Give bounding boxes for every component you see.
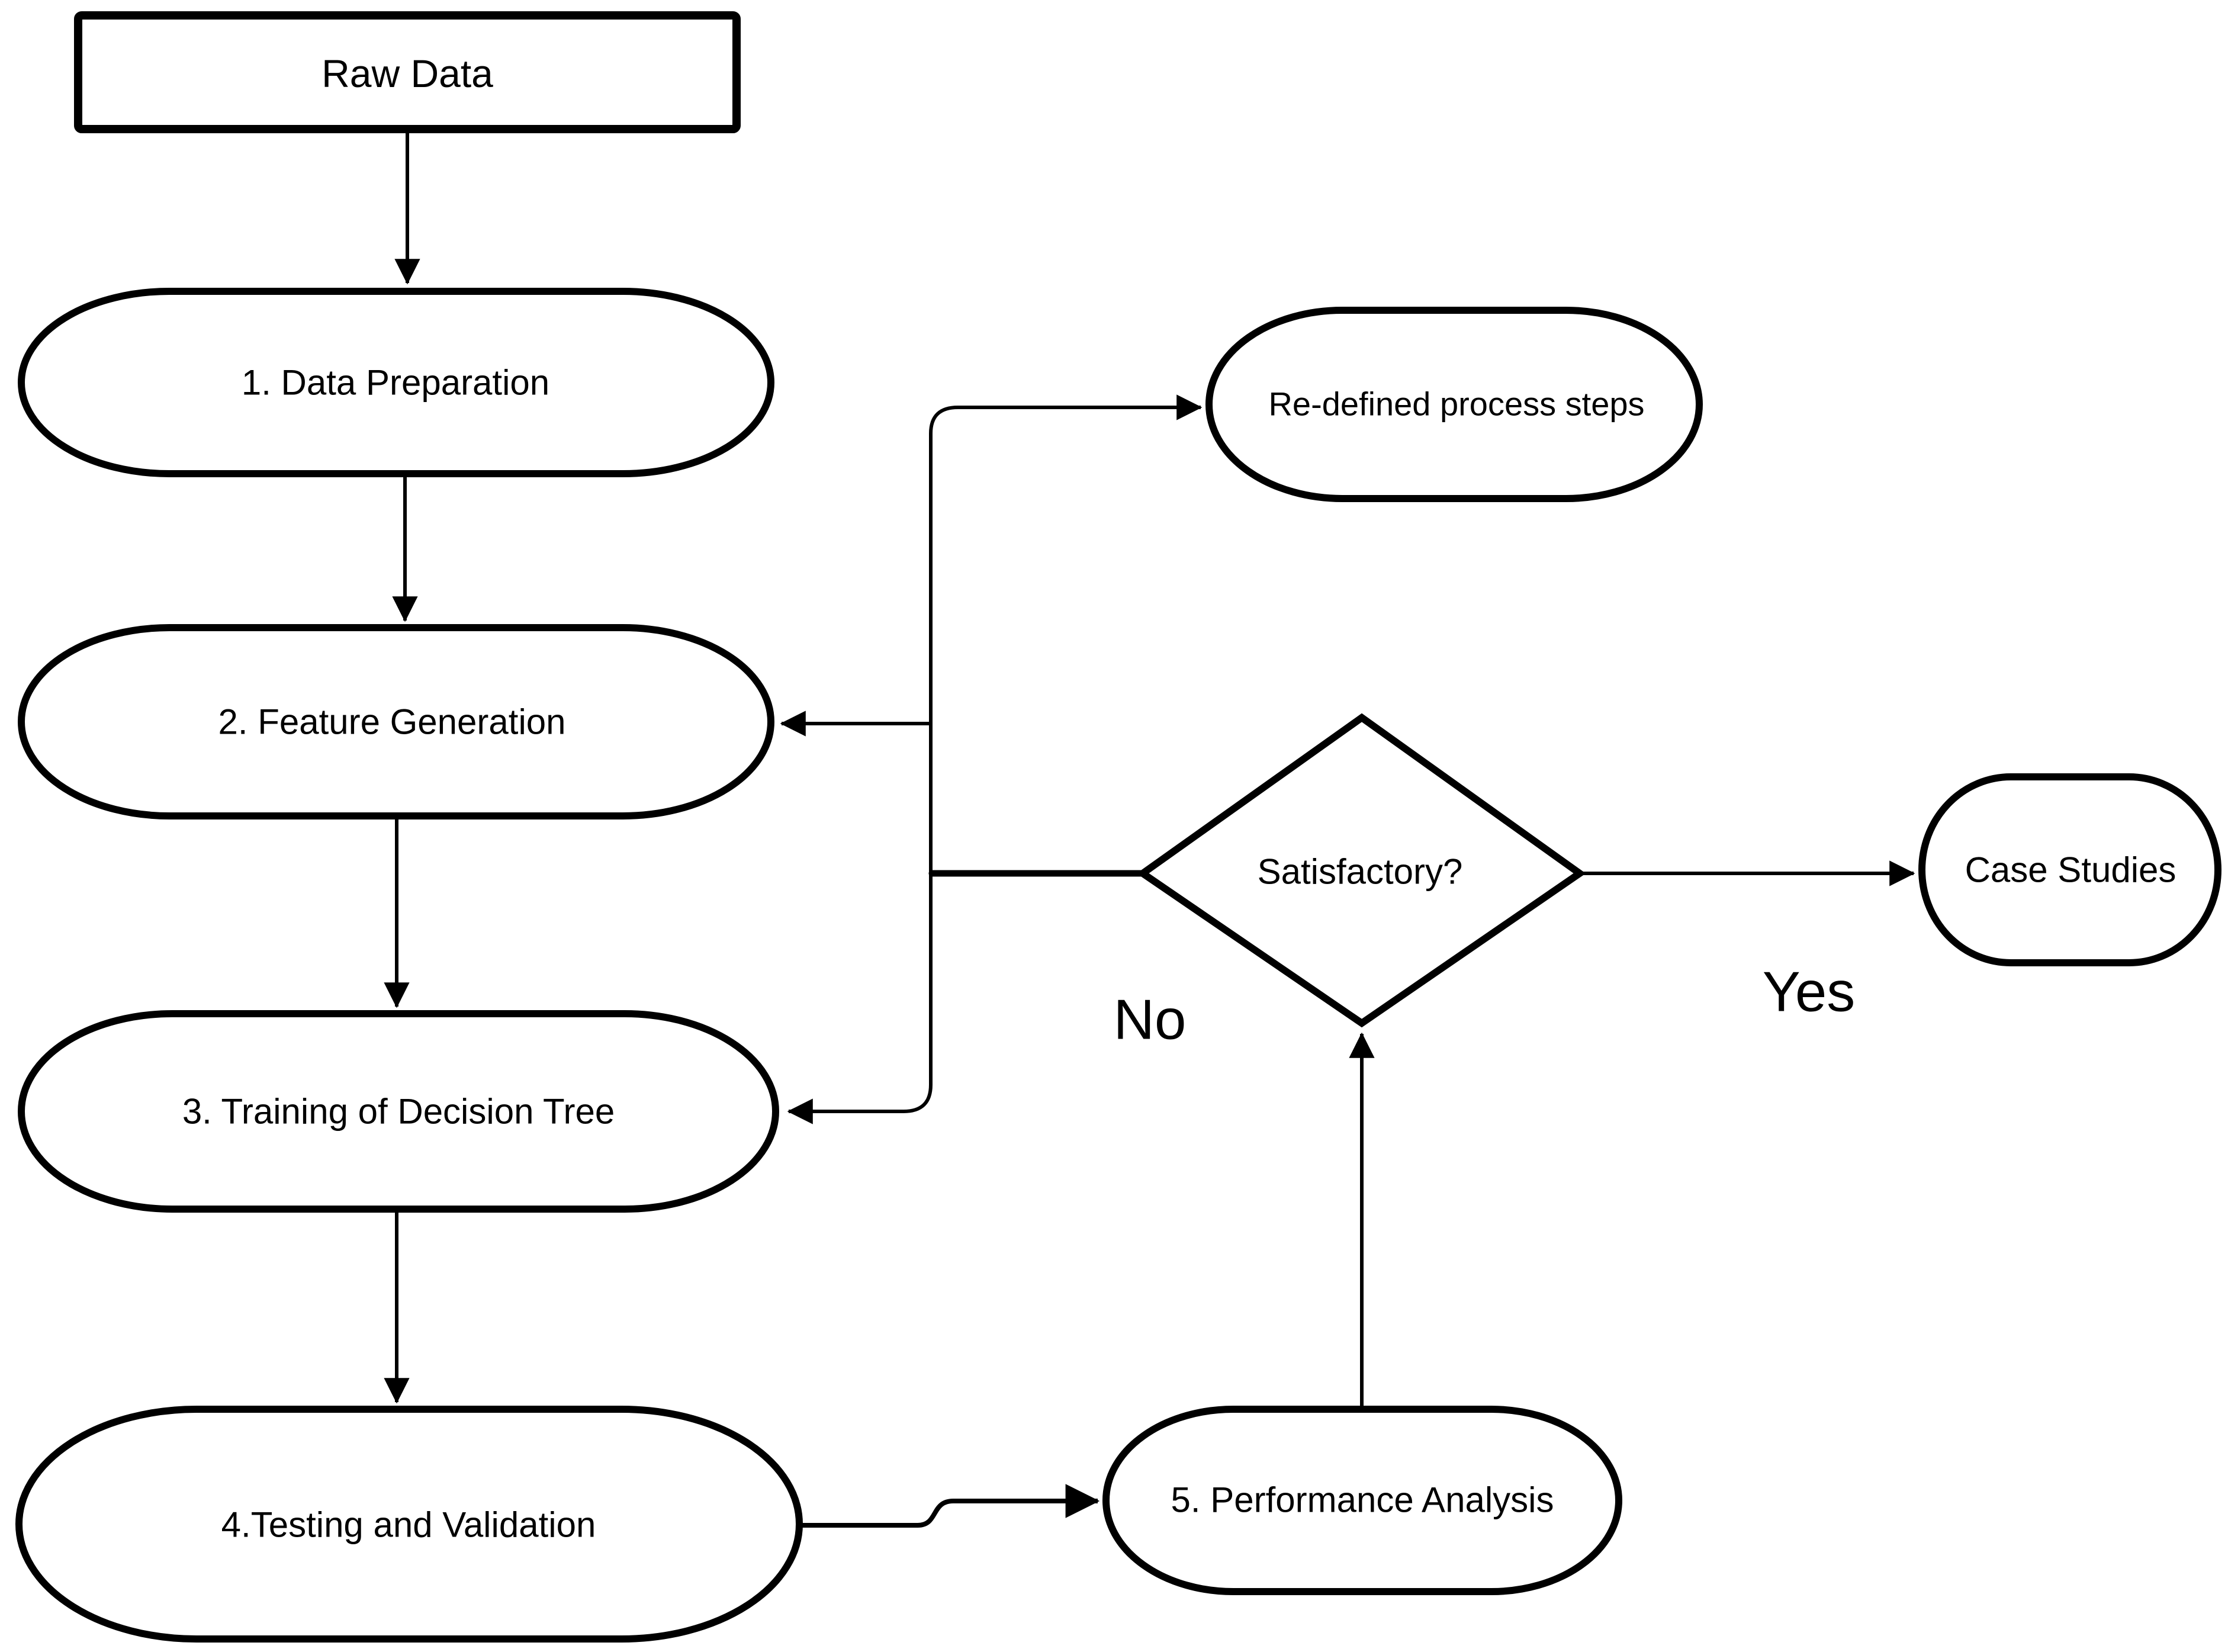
arrow-no-to-re-defined-process-steps bbox=[929, 394, 1203, 873]
node-data-preparation bbox=[18, 288, 774, 477]
node-case-studies bbox=[1918, 773, 2221, 966]
testing-validation-label: 4.Testing and Validation bbox=[221, 1505, 596, 1545]
data-preparation-shape bbox=[18, 288, 774, 477]
re-defined-process-steps-label: Re-defined process steps bbox=[1268, 385, 1644, 423]
satisfactory-label: Satisfactory? bbox=[1258, 852, 1463, 892]
re-defined-process-steps-shape bbox=[1205, 307, 1703, 502]
node-performance-analysis bbox=[1102, 1406, 1622, 1595]
arrow-testing-to-performance bbox=[800, 1484, 1100, 1528]
satisfactory-diamond-shape bbox=[1136, 713, 1586, 1028]
case-studies-label: Case Studies bbox=[1965, 850, 2176, 890]
training-decision-tree-label: 3. Training of Decision Tree bbox=[182, 1092, 615, 1132]
arrow-no-to-training-decision-tree bbox=[787, 873, 933, 1124]
node-satisfactory bbox=[1136, 713, 1586, 1028]
feature-generation-shape bbox=[18, 624, 774, 819]
case-studies-shape bbox=[1918, 773, 2221, 966]
testing-validation-shape bbox=[15, 1406, 803, 1643]
node-feature-generation bbox=[18, 624, 774, 819]
feature-generation-label: 2. Feature Generation bbox=[218, 702, 565, 742]
performance-analysis-label: 5. Performance Analysis bbox=[1171, 1480, 1554, 1520]
raw-data-label: Raw Data bbox=[321, 52, 493, 95]
performance-analysis-shape bbox=[1102, 1406, 1622, 1595]
training-decision-tree-shape bbox=[18, 1010, 779, 1213]
node-raw-data bbox=[74, 11, 741, 133]
node-training-decision-tree bbox=[18, 1010, 779, 1213]
edge-label-no: No bbox=[1114, 988, 1187, 1052]
edge-label-yes: Yes bbox=[1763, 960, 1856, 1024]
raw-data-shape bbox=[74, 11, 741, 133]
data-preparation-label: 1. Data Preparation bbox=[242, 363, 549, 403]
node-testing-validation bbox=[15, 1406, 803, 1643]
node-re-defined-process-steps bbox=[1205, 307, 1703, 502]
